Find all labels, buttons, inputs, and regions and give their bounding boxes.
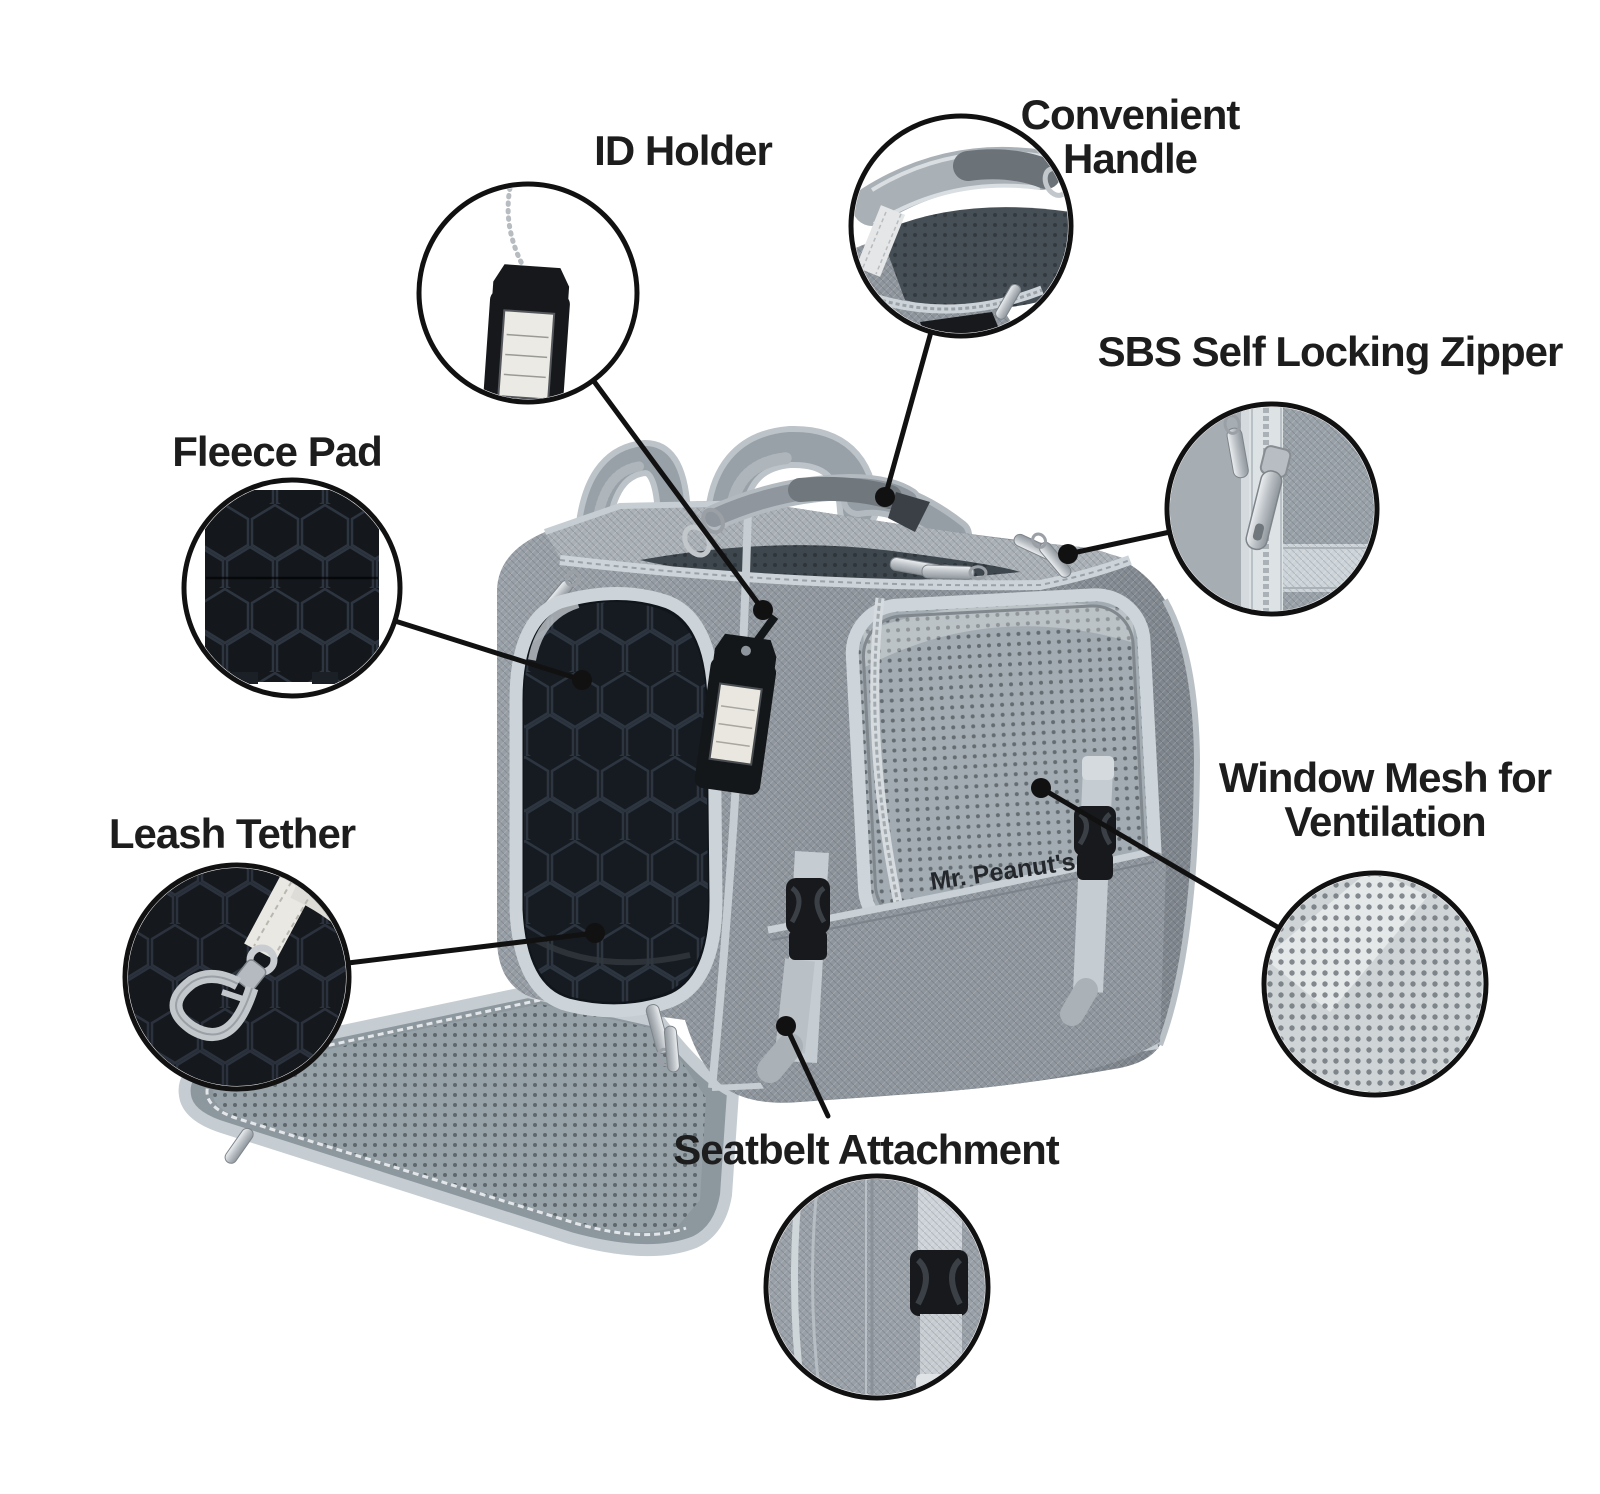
- callout-line: [882, 329, 934, 500]
- label-window-mesh-line1: Window Mesh for: [1218, 754, 1552, 801]
- label-seatbelt: Seatbelt Attachment: [673, 1126, 1060, 1173]
- callout-line: [345, 930, 598, 966]
- top-panel: [544, 500, 1132, 591]
- inset-fleece-pad: [181, 477, 403, 699]
- label-id-holder: ID Holder: [594, 127, 773, 174]
- buckle-icon: [1074, 806, 1116, 880]
- inset-leash-tether: [122, 862, 352, 1092]
- callout-dots: [572, 487, 1078, 1036]
- inset-sbs-zipper: [1164, 401, 1380, 617]
- inset-window-mesh: [1261, 870, 1489, 1098]
- callout-dot: [875, 487, 895, 507]
- callout-line: [392, 618, 585, 683]
- inset-seatbelt: [763, 1173, 991, 1401]
- carrier-body: Mr. Peanut's: [497, 473, 1201, 1103]
- id-tag: [694, 614, 779, 795]
- leash-clip-icon: [169, 944, 278, 1041]
- callout-dot: [753, 600, 773, 620]
- callout-line: [1038, 785, 1282, 931]
- label-window-mesh-line2: Ventilation: [1284, 798, 1486, 845]
- callout-lines: [345, 329, 1282, 1119]
- inset-id-holder: [416, 181, 640, 405]
- callout-line: [1065, 529, 1173, 557]
- label-convenient-handle-line1: Convenient: [1020, 91, 1241, 138]
- label-sbs-zipper: SBS Self Locking Zipper: [1097, 328, 1564, 375]
- callout-dot: [1058, 544, 1078, 564]
- open-door-flap: [178, 985, 740, 1257]
- right-trim: [1157, 598, 1201, 1047]
- callout-dot: [1031, 778, 1051, 798]
- flap-zipper-pull-icon: [224, 1127, 254, 1164]
- callout-dot: [572, 670, 592, 690]
- label-leash-tether: Leash Tether: [108, 810, 356, 857]
- callout-dot: [585, 923, 605, 943]
- inset-convenient-handle: [848, 113, 1074, 339]
- label-window-mesh: Window Mesh for Ventilation: [1218, 754, 1552, 845]
- corner-trim: [708, 509, 752, 1089]
- label-fleece-pad: Fleece Pad: [172, 428, 382, 475]
- buckle-icon: [786, 878, 830, 960]
- door-zipper-pulls-icon: [645, 1003, 680, 1073]
- callout-line: [590, 377, 766, 613]
- label-convenient-handle: Convenient Handle: [1020, 91, 1241, 182]
- callout-dot: [776, 1016, 796, 1036]
- side-door-opening: [509, 587, 723, 1018]
- label-convenient-handle-line2: Handle: [1062, 135, 1198, 182]
- callout-line: [783, 1023, 831, 1119]
- front-pocket: Mr. Peanut's: [758, 846, 1166, 1102]
- buckle-icon: [910, 1250, 968, 1316]
